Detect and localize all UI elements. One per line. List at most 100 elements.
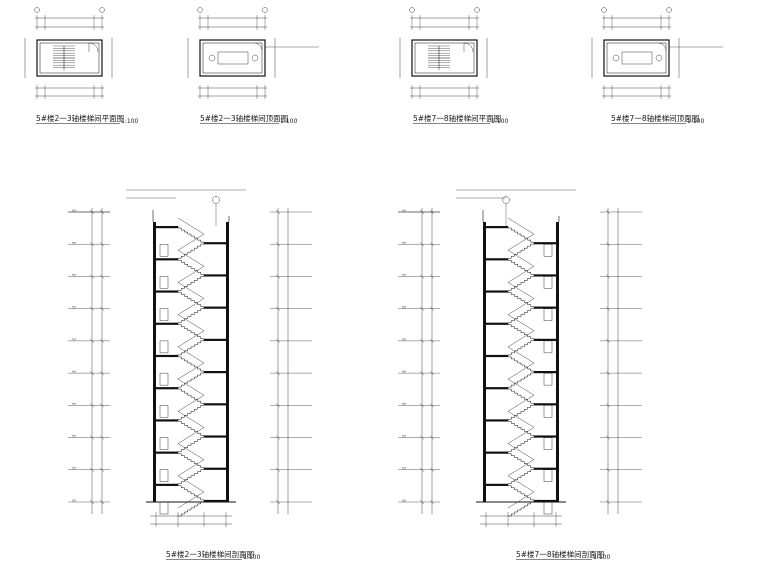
handrail	[177, 346, 205, 364]
wall-inner	[202, 42, 263, 74]
handrail	[507, 443, 535, 460]
wall-inner	[606, 42, 667, 74]
dimension-tick	[605, 467, 611, 472]
dimension-tick	[605, 338, 611, 344]
dimension-tick	[275, 499, 281, 505]
door-swing	[254, 42, 263, 51]
level-marker	[401, 306, 407, 309]
stair-flight	[177, 226, 204, 243]
plan-title-text: 5#楼2一3轴楼梯间顶面图	[200, 113, 288, 123]
plan-scale-text: 1:100	[491, 118, 508, 125]
dimension-tick	[89, 242, 95, 247]
plan-views	[24, 7, 723, 99]
door-opening	[543, 340, 553, 354]
dimension-tick	[419, 499, 425, 505]
dimension-tick	[89, 274, 95, 279]
wall-inner	[414, 42, 475, 74]
level-marker	[401, 338, 407, 342]
stair-flight	[177, 290, 204, 307]
roof-drain	[251, 54, 259, 62]
door-opening	[543, 469, 553, 482]
plan-title-text: 5#楼2一3轴楼梯间平面图	[36, 113, 124, 123]
dimension-tick	[99, 306, 105, 311]
plan-title-2: 5#楼2一3轴楼梯间顶面图 1:100	[200, 113, 297, 125]
dimension-tick	[605, 435, 611, 440]
dimension-tick	[429, 306, 435, 311]
handrail	[507, 314, 535, 331]
section-title-2: 5#楼7一8轴楼梯间剖面图 1:100	[516, 549, 610, 561]
dimension-tick	[99, 338, 105, 344]
dimension-tick	[275, 209, 281, 215]
landing-slab	[534, 467, 556, 470]
level-marker	[401, 274, 407, 277]
stair-flight	[507, 258, 534, 275]
landing-slab	[534, 242, 556, 245]
door-swing	[463, 42, 474, 53]
landing-slab	[534, 338, 556, 341]
dimension-tick	[419, 467, 425, 472]
handrail	[177, 459, 205, 476]
stair-flight	[178, 274, 205, 291]
handrail	[507, 217, 535, 235]
landing-slab	[486, 226, 508, 229]
dimension-tick	[89, 467, 95, 472]
landing-slab	[204, 371, 226, 374]
dimension-tick	[275, 403, 281, 408]
detail-bubble	[502, 196, 510, 204]
dimension-tick	[429, 242, 435, 247]
landing-slab	[156, 387, 178, 390]
handrail	[177, 362, 205, 380]
landing-slab	[156, 290, 178, 293]
section-title-text: 5#楼7一8轴楼梯间剖面图	[516, 549, 604, 559]
wall-outline	[411, 39, 478, 77]
landing-slab	[204, 242, 226, 245]
stair-flight	[178, 467, 205, 485]
door-opening	[543, 276, 553, 289]
level-marker	[401, 403, 407, 406]
landing-slab	[156, 451, 178, 454]
landing-slab	[486, 290, 508, 293]
stair-flight	[178, 306, 205, 323]
door-opening	[159, 308, 169, 321]
stair-flight	[177, 354, 204, 372]
landing-slab	[156, 226, 178, 229]
door-swing	[88, 42, 99, 53]
dimension-tick	[429, 467, 435, 472]
wall-outline	[36, 39, 103, 77]
stair-flight	[178, 435, 205, 452]
roof-drain	[208, 54, 216, 62]
dimension-tick	[419, 435, 425, 440]
dimension-tick	[89, 306, 95, 311]
landing-slab	[486, 354, 508, 358]
plan-title-4: 5#楼7一8轴楼梯间顶面图 1:100	[611, 113, 704, 125]
stair-flight	[178, 242, 205, 259]
handrail	[507, 346, 535, 364]
stair-flight	[507, 354, 534, 372]
door-opening	[543, 437, 553, 450]
dimension-tick	[99, 499, 105, 505]
landing-slab	[534, 274, 556, 277]
door-opening	[543, 501, 553, 515]
stair-flight	[508, 467, 535, 485]
door-opening	[159, 276, 169, 289]
handrail	[177, 378, 205, 396]
landing-slab	[204, 306, 226, 309]
dimension-tick	[419, 306, 425, 311]
dimension-tick	[99, 435, 105, 440]
roof-drain	[655, 54, 663, 62]
dimension-tick	[89, 338, 95, 344]
dimension-tick	[429, 338, 435, 344]
dimension-tick	[429, 209, 435, 215]
wall-outline	[199, 39, 266, 77]
handrail	[507, 475, 535, 493]
landing-slab	[486, 258, 508, 261]
dimension-tick	[419, 403, 425, 408]
dimension-tick	[605, 274, 611, 279]
wall-inner	[39, 42, 100, 74]
handrail	[177, 314, 205, 331]
dimension-tick	[605, 370, 611, 376]
plan-scale-text: 1:100	[280, 118, 297, 125]
dimension-tick	[429, 435, 435, 440]
handrail	[177, 233, 205, 251]
door-opening	[159, 405, 169, 418]
